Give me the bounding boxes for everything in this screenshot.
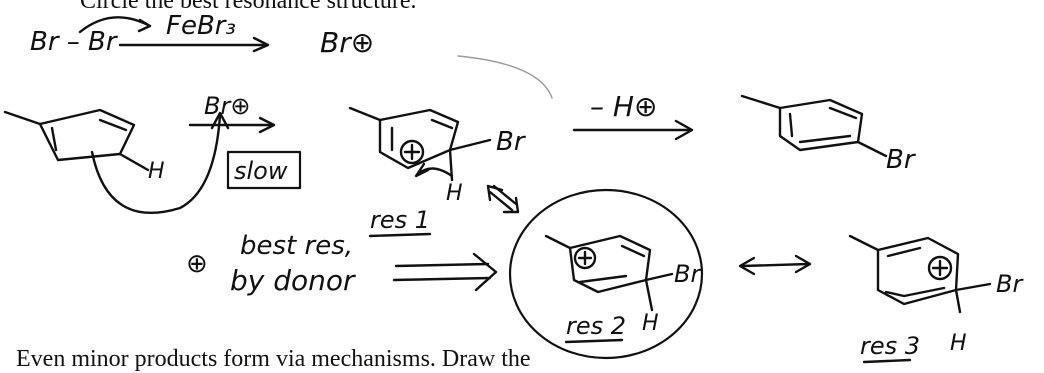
- res1-label: res 1: [370, 206, 430, 234]
- res2-ring: [544, 234, 674, 312]
- res2-br-text: Br: [674, 260, 702, 288]
- electrophile-text: Br⊕: [320, 26, 374, 59]
- attacking-electrophile-text: Br⊕: [204, 92, 250, 120]
- resonance-arrow-left-head: [738, 256, 756, 276]
- reaction-arrow-deprotonation-head: [674, 119, 694, 141]
- slow-label: slow: [234, 157, 288, 185]
- attack-curved-arrow: [90, 113, 222, 214]
- res2-h-text: H: [642, 311, 659, 336]
- attack-curved-arrow-head: [210, 111, 230, 130]
- res2-underline: [564, 338, 624, 344]
- curved-arrow-bromine-head: [137, 18, 152, 33]
- catalyst-text: FeBr₃: [166, 11, 236, 41]
- implies-arrow-head: [472, 252, 498, 292]
- faint-stroke: [457, 55, 553, 99]
- resonance-arrow: [740, 262, 810, 268]
- res3-label: res 3: [860, 332, 920, 360]
- bromine-reactant-text: Br – Br: [30, 27, 119, 57]
- res1-underline: [368, 232, 432, 238]
- res3-ring: [848, 234, 992, 314]
- product-br-text: Br: [886, 145, 917, 175]
- sigma-h-text: H: [446, 181, 463, 206]
- res2-label: res 2: [566, 312, 626, 340]
- sigma-curved-arrow-head: [414, 162, 430, 178]
- res3-underline: [862, 358, 912, 364]
- note-line-2: by donor: [230, 264, 356, 297]
- best-structure-circle: [508, 188, 704, 360]
- product-ring: [740, 94, 888, 158]
- reaction-arrow-slow-head: [258, 116, 276, 134]
- sigma-br-text: Br: [496, 127, 527, 157]
- resonance-arrow-down-head-a: [486, 184, 504, 202]
- implies-arrow: [392, 262, 492, 282]
- arene-h-text: H: [148, 159, 165, 184]
- printed-instruction-bottom: Even minor products form via mechanisms.…: [16, 346, 531, 372]
- deprotonation-text: – H⊕: [590, 90, 657, 123]
- toluene-ring: [3, 108, 150, 172]
- sigma-complex-ring: [348, 106, 492, 182]
- sigma-curved-arrow: [416, 167, 454, 178]
- slow-box: [226, 150, 302, 190]
- resonance-arrow-right-head: [794, 254, 812, 274]
- resonance-arrow-down-head-b: [502, 196, 520, 214]
- printed-instruction-top: Circle the best resonance structure.: [80, 0, 417, 14]
- note-line-1: best res,: [240, 231, 353, 261]
- res3-br-text: Br: [996, 270, 1024, 298]
- res3-h-text: H: [950, 331, 967, 356]
- reaction-arrow-top-head: [252, 36, 270, 53]
- plus-sign: ⊕: [186, 249, 208, 279]
